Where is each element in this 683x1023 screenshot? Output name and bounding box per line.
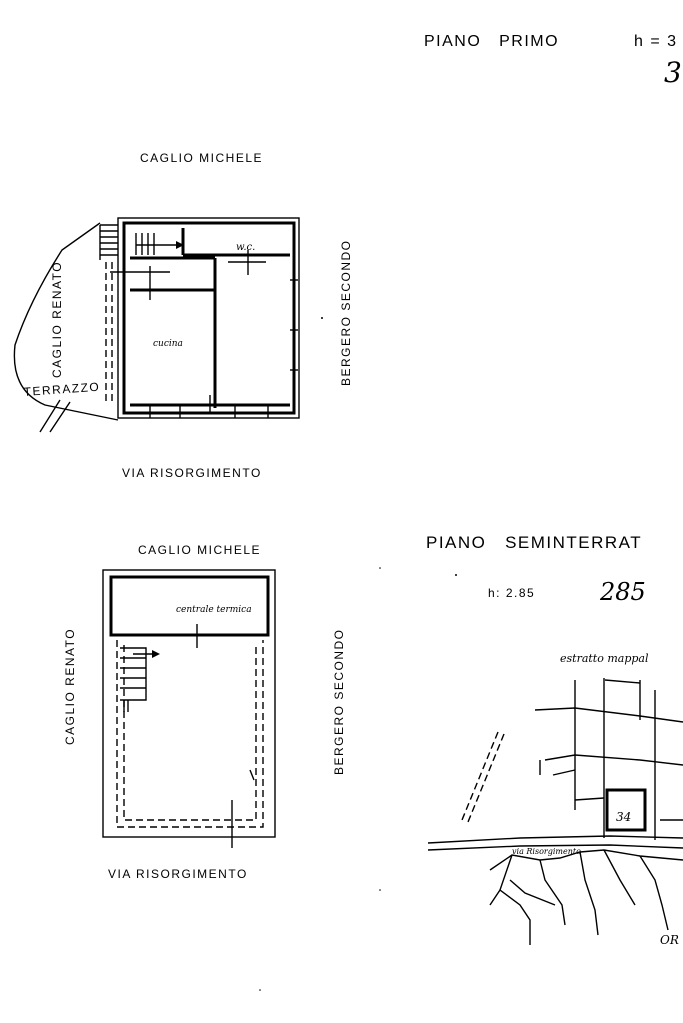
cadastral-corner-text: OR — [660, 933, 679, 947]
first-floor-room-wc: w.c. — [236, 242, 255, 253]
basement-south-street: VIA RISORGIMENTO — [108, 867, 248, 881]
first-floor-terrace-label: TERRAZZO — [23, 380, 100, 399]
cadastral-street-label: via Risorgimento — [512, 847, 581, 856]
first-floor-south-street: VIA RISORGIMENTO — [122, 466, 262, 480]
first-floor-inner-stair — [135, 233, 184, 255]
first-floor-north-neighbor: CAGLIO MICHELE — [140, 151, 263, 165]
first-floor-west-neighbor: CAGLIO RENATO — [50, 261, 64, 378]
basement-room-boiler: centrale termica — [176, 605, 252, 615]
first-floor-stair-steps — [99, 224, 118, 260]
cadastral-parcel-number: 34 — [616, 810, 631, 824]
basement-stair — [120, 647, 160, 712]
first-floor-room-kitchen: cucina — [153, 339, 183, 349]
basement-west-neighbor: CAGLIO RENATO — [63, 628, 77, 745]
cadastral-map-title: estratto mappal — [560, 652, 649, 665]
first-floor-plan — [13, 217, 300, 433]
cadastral-map: 34 — [427, 678, 683, 945]
first-floor-height-label: h = 3 — [634, 33, 678, 50]
basement-height-handwritten: 285 — [599, 578, 646, 606]
basement-north-neighbor: CAGLIO MICHELE — [138, 543, 261, 557]
basement-height-label: h: 2.85 — [488, 586, 535, 600]
basement-east-neighbor: BERGERO SECONDO — [332, 628, 346, 775]
basement-plan — [102, 569, 276, 848]
first-floor-east-neighbor: BERGERO SECONDO — [339, 239, 353, 386]
first-floor-height-handwritten: 3 — [664, 56, 682, 89]
first-floor-title: PIANO PRIMO — [424, 33, 559, 50]
basement-title: PIANO SEMINTERRAT — [426, 533, 642, 552]
